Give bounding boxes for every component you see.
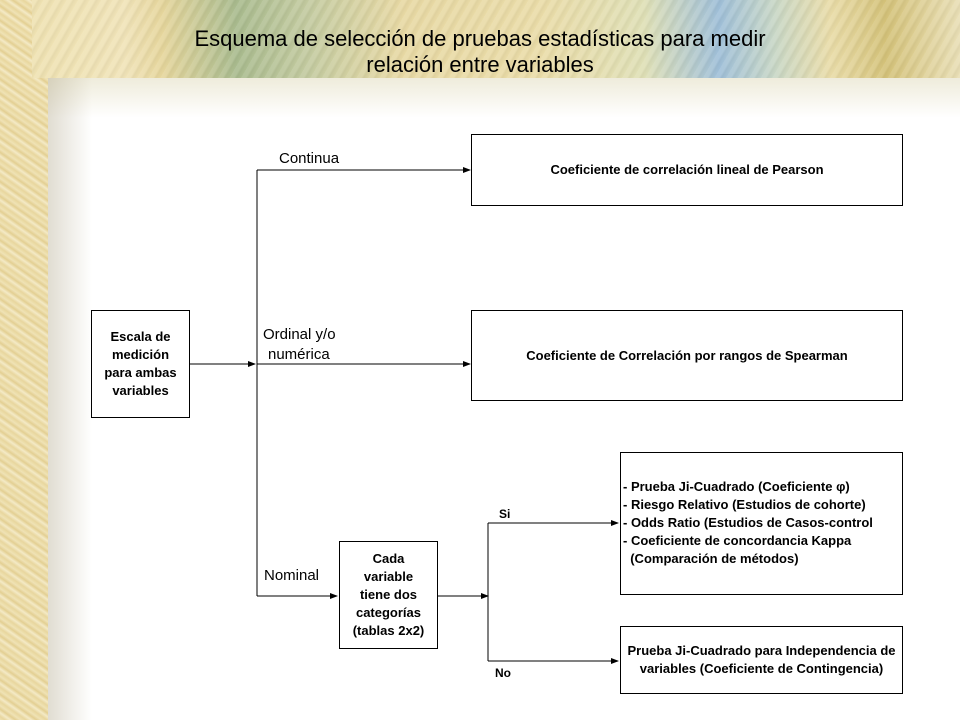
start-box: Escala de medición para ambas variables	[91, 310, 190, 418]
label-continua: Continua	[279, 150, 339, 168]
yes-test-relative-risk: - Riesgo Relativo (Estudios de cohorte)	[623, 496, 902, 514]
yes-tests-list: - Prueba Ji-Cuadrado (Coeficiente φ) - R…	[623, 478, 902, 568]
pearson-box: Coeficiente de correlación lineal de Pea…	[471, 134, 903, 206]
no-test-box: Prueba Ji-Cuadrado para Independencia de…	[620, 626, 903, 694]
label-ordinal-line2: numérica	[268, 346, 330, 364]
yes-test-kappa-note: (Comparación de métodos)	[623, 550, 902, 568]
label-ordinal-line1: Ordinal y/o	[263, 326, 336, 344]
label-si: Si	[499, 505, 510, 523]
spearman-box: Coeficiente de Correlación por rangos de…	[471, 310, 903, 401]
yes-test-kappa: - Coeficiente de concordancia Kappa	[623, 532, 902, 550]
label-nominal: Nominal	[264, 567, 319, 585]
yes-test-odds-ratio: - Odds Ratio (Estudios de Casos-control	[623, 514, 902, 532]
label-no: No	[495, 664, 511, 682]
decision-box: Cada variable tiene dos categorías (tabl…	[339, 541, 438, 649]
yes-test-chi-square: - Prueba Ji-Cuadrado (Coeficiente φ)	[623, 478, 902, 496]
